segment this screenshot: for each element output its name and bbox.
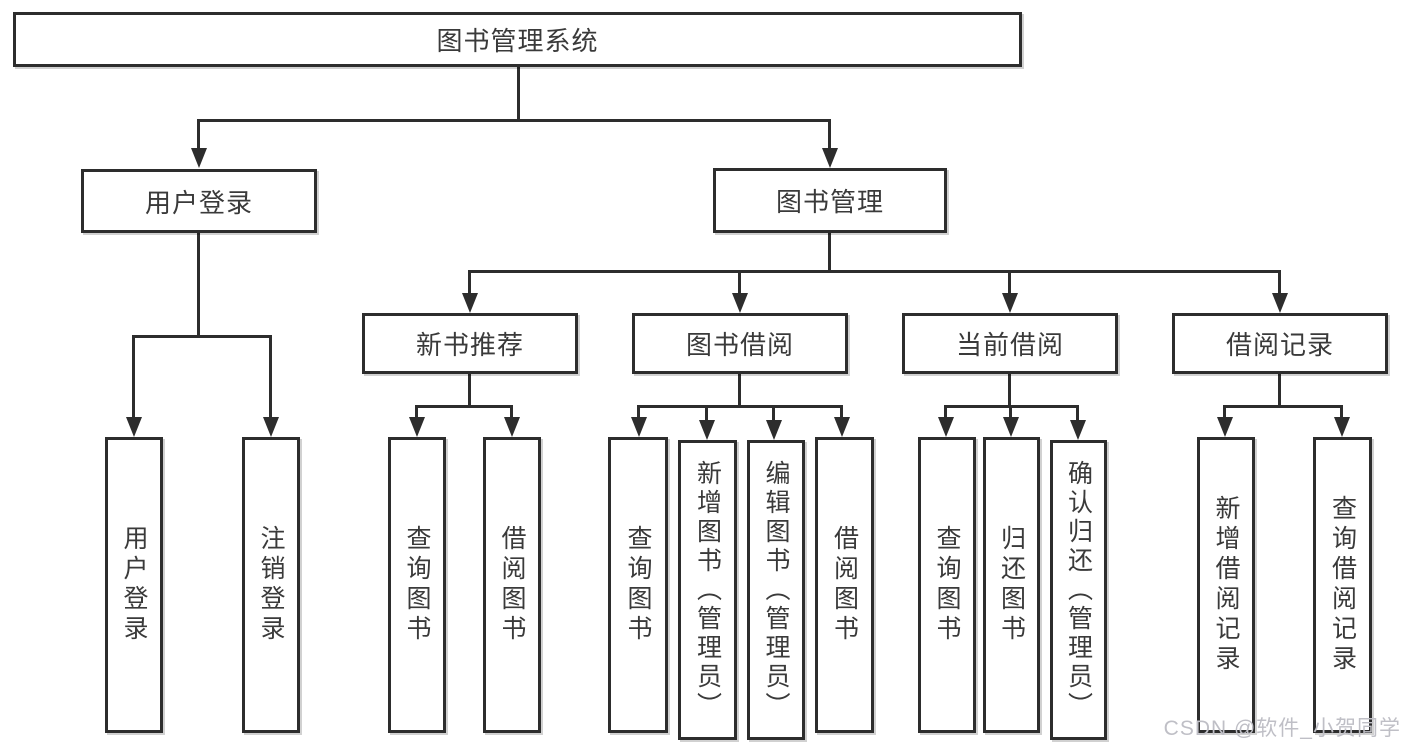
- connector-line: [468, 270, 471, 295]
- connector-line: [415, 405, 418, 419]
- node-bb-add-book-admin: 新增图书（管理员）: [678, 440, 737, 740]
- arrow-down-icon: [1272, 293, 1288, 313]
- node-user-login-action: 用户登录: [105, 437, 163, 733]
- connector-line: [738, 270, 741, 295]
- arrow-down-icon: [1334, 417, 1350, 437]
- node-br-add-record: 新增借阅记录: [1197, 437, 1255, 733]
- node-cb-confirm-return-admin: 确认归还（管理员）: [1050, 440, 1107, 740]
- node-cb-return-book: 归还图书: [983, 437, 1040, 733]
- node-nb-borrow-book: 借阅图书: [483, 437, 541, 733]
- connector-line: [637, 405, 640, 419]
- connector-line: [944, 405, 947, 419]
- arrow-down-icon: [699, 420, 715, 440]
- connector-line: [828, 233, 831, 273]
- node-book-management: 图书管理: [713, 168, 947, 233]
- connector-line: [840, 405, 843, 419]
- connector-line: [197, 233, 200, 338]
- connector-line: [415, 405, 513, 408]
- node-logout-action: 注销登录: [242, 437, 300, 733]
- arrow-down-icon: [263, 417, 279, 437]
- connector-line: [1009, 405, 1012, 419]
- node-bb-borrow-book: 借阅图书: [815, 437, 874, 733]
- connector-line: [637, 405, 843, 408]
- node-bb-edit-book-admin: 编辑图书（管理员）: [747, 440, 805, 740]
- connector-line: [468, 270, 1281, 273]
- node-current-borrowing: 当前借阅: [902, 313, 1118, 374]
- connector-line: [1008, 270, 1011, 295]
- connector-line: [1223, 405, 1226, 419]
- connector-line: [1278, 270, 1281, 295]
- node-cb-query-book: 查询图书: [918, 437, 976, 733]
- connector-line: [1278, 374, 1281, 408]
- arrow-down-icon: [1003, 417, 1019, 437]
- arrow-down-icon: [822, 148, 838, 168]
- node-book-borrowing: 图书借阅: [632, 313, 848, 374]
- arrow-down-icon: [126, 417, 142, 437]
- arrow-down-icon: [834, 417, 850, 437]
- connector-line: [738, 374, 741, 408]
- node-root: 图书管理系统: [13, 12, 1022, 67]
- node-new-book-recommendation: 新书推荐: [362, 313, 578, 374]
- connector-line: [468, 374, 471, 408]
- node-nb-query-book: 查询图书: [388, 437, 446, 733]
- node-br-query-record: 查询借阅记录: [1313, 437, 1372, 733]
- connector-line: [1076, 405, 1079, 422]
- connector-line: [772, 405, 775, 422]
- arrow-down-icon: [191, 148, 207, 168]
- connector-line: [517, 67, 520, 120]
- connector-line: [510, 405, 513, 419]
- node-bb-query-book: 查询图书: [608, 437, 668, 733]
- connector-line: [269, 335, 272, 419]
- connector-line: [132, 335, 272, 338]
- arrow-down-icon: [1217, 417, 1233, 437]
- arrow-down-icon: [409, 417, 425, 437]
- connector-line: [132, 335, 135, 419]
- connector-line: [197, 119, 200, 150]
- arrow-down-icon: [1002, 293, 1018, 313]
- watermark: CSDN @软件_小贺同学: [1163, 717, 1401, 740]
- connector-line: [705, 405, 708, 422]
- connector-line: [1340, 405, 1343, 419]
- connector-line: [1008, 374, 1011, 408]
- connector-line: [197, 119, 831, 122]
- arrow-down-icon: [938, 417, 954, 437]
- node-borrowing-records: 借阅记录: [1172, 313, 1388, 374]
- connector-line: [828, 119, 831, 150]
- arrow-down-icon: [462, 293, 478, 313]
- arrow-down-icon: [1070, 420, 1086, 440]
- arrow-down-icon: [766, 420, 782, 440]
- arrow-down-icon: [504, 417, 520, 437]
- arrow-down-icon: [732, 293, 748, 313]
- arrow-down-icon: [631, 417, 647, 437]
- node-user-login: 用户登录: [81, 169, 317, 233]
- connector-line: [1223, 405, 1343, 408]
